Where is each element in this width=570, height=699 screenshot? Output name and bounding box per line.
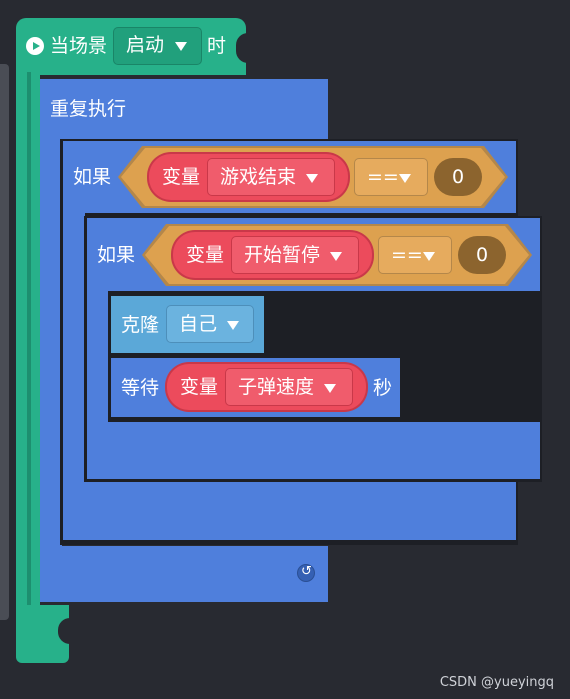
repeat-forever-block[interactable] [40, 79, 328, 139]
variable-3-name: 子弹速度 [238, 376, 315, 398]
variable-2-reporter[interactable]: 变量 开始暂停 [173, 232, 372, 278]
repeat-forever-label: 重复执行 [50, 98, 127, 120]
if-block-1-foot [63, 482, 516, 540]
if-block-2-foot [87, 422, 540, 479]
hat-suffix-label: 时 [207, 35, 227, 57]
variable-3-dropdown[interactable]: 子弹速度 [225, 368, 353, 406]
variable-1-label: 变量 [162, 166, 201, 188]
if-1-label: 如果 [73, 166, 112, 188]
value-2-text: 0 [476, 244, 489, 266]
value-2-input[interactable]: 0 [458, 236, 506, 274]
hat-notch [236, 33, 250, 63]
watermark: CSDN @yueyingq [439, 675, 554, 690]
if-block-1-arm [63, 213, 85, 482]
variable-3-label: 变量 [180, 376, 219, 398]
chevron-down-icon [423, 252, 435, 261]
operator-2-value: == [391, 244, 423, 266]
scrollbar[interactable] [0, 64, 9, 620]
hat-prefix-label: 当场景 [50, 35, 108, 57]
clone-block[interactable]: 克隆 自己 [111, 296, 264, 353]
chevron-down-icon [227, 321, 239, 330]
variable-3-reporter[interactable]: 变量 子弹速度 [167, 364, 366, 410]
scene-event-value: 启动 [126, 34, 165, 56]
value-1-input[interactable]: 0 [434, 158, 482, 196]
repeat-forever-foot [40, 546, 328, 602]
if-block-2-arm [87, 291, 108, 422]
repeat-forever-arm [40, 139, 62, 546]
variable-2-name: 开始暂停 [244, 244, 321, 266]
event-block-foot-notch [58, 618, 71, 644]
wait-label: 等待 [121, 377, 160, 399]
operator-2-dropdown[interactable]: == [378, 236, 452, 274]
chevron-down-icon [306, 174, 318, 183]
chevron-down-icon [175, 42, 187, 51]
chevron-down-icon [324, 384, 336, 393]
loop-icon [297, 564, 315, 582]
variable-2-label: 变量 [186, 244, 225, 266]
event-block-stack-line [27, 72, 31, 607]
clone-label: 克隆 [121, 314, 160, 336]
scene-event-dropdown[interactable]: 启动 [113, 27, 202, 65]
wait-seconds-block[interactable]: 等待 变量 子弹速度 秒 [111, 358, 400, 417]
chevron-down-icon [399, 174, 411, 183]
clone-target-dropdown[interactable]: 自己 [166, 305, 254, 343]
chevron-down-icon [330, 252, 342, 261]
wait-unit-label: 秒 [373, 377, 393, 399]
operator-1-dropdown[interactable]: == [354, 158, 428, 196]
variable-1-name: 游戏结束 [220, 166, 297, 188]
clone-target-value: 自己 [179, 313, 218, 335]
variable-2-dropdown[interactable]: 开始暂停 [231, 236, 359, 274]
value-1-text: 0 [452, 166, 465, 188]
operator-1-value: == [367, 166, 399, 188]
variable-1-reporter[interactable]: 变量 游戏结束 [149, 154, 348, 200]
variable-1-dropdown[interactable]: 游戏结束 [207, 158, 335, 196]
if-2-label: 如果 [97, 244, 136, 266]
play-icon [26, 37, 44, 55]
